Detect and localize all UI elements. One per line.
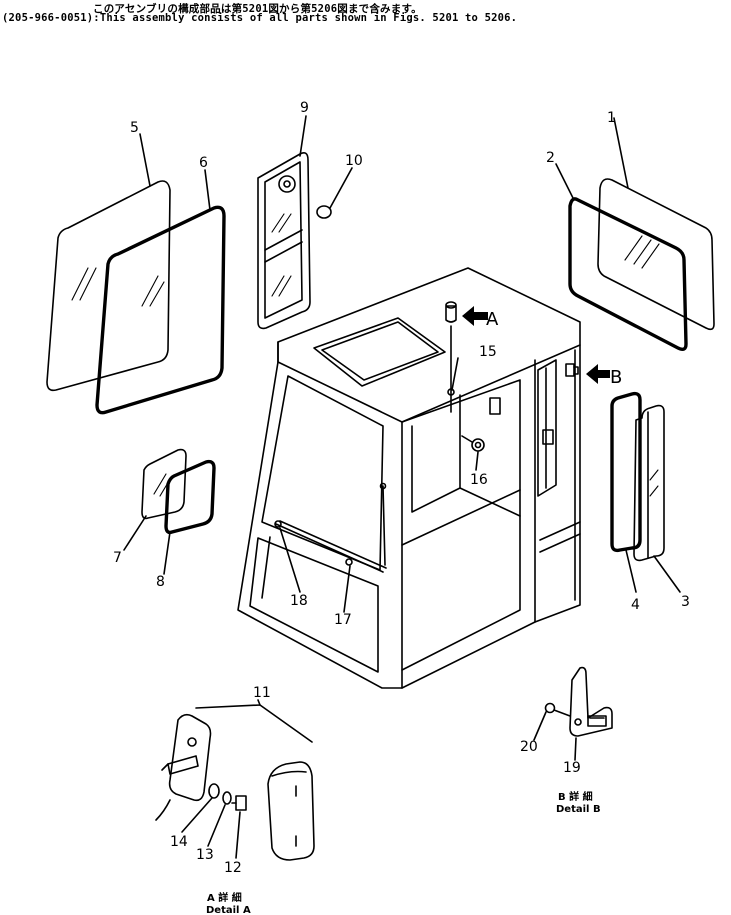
cab-body	[237, 267, 581, 689]
header-japanese-note: このアセンブリの構成部品は第5201図から第5206図まで含みます。	[93, 3, 422, 15]
part-6-seal	[95, 205, 226, 415]
part-10-grommet	[316, 167, 353, 219]
callout-14: 14	[170, 834, 188, 850]
view-arrow-a	[462, 306, 488, 326]
part-16-knob	[461, 435, 485, 452]
view-arrow-b	[586, 364, 610, 384]
view-marker-b: B	[610, 367, 622, 388]
detail-b-caption-jp: B 詳 細	[558, 790, 593, 803]
part-4-seal	[610, 391, 642, 553]
callout-20: 20	[520, 739, 538, 755]
callout-19: 19	[563, 760, 581, 776]
part-5-glass	[46, 180, 171, 392]
callout-4: 4	[631, 597, 640, 613]
part-8-seal	[164, 459, 216, 535]
part-17-stay-bar	[274, 482, 387, 573]
part-b-bracket	[565, 363, 579, 377]
detail-a-caption-jp: A 詳 細	[207, 891, 242, 904]
view-marker-a: A	[486, 309, 499, 330]
callout-10: 10	[345, 153, 363, 169]
part-9-sliding-window	[257, 152, 311, 330]
callout-11: 11	[253, 685, 271, 701]
callout-2: 2	[546, 150, 555, 166]
callout-8: 8	[156, 574, 165, 590]
callout-18: 18	[290, 593, 308, 609]
callout-7: 7	[113, 550, 122, 566]
detail-b-caption-en: Detail B	[556, 804, 601, 815]
callout-17: 17	[334, 612, 352, 628]
detail-b-assembly	[544, 666, 613, 737]
part-1-glass	[597, 178, 715, 331]
callout-16: 16	[470, 472, 488, 488]
callout-12: 12	[224, 860, 242, 876]
part-3-glass	[633, 404, 665, 562]
callout-6: 6	[199, 155, 208, 171]
callout-3: 3	[681, 594, 690, 610]
callout-5: 5	[130, 120, 139, 136]
part-15-rod	[445, 301, 457, 413]
header-english-note: (205-966-0051):This assembly consists of…	[2, 12, 518, 24]
part-7-glass	[141, 448, 187, 520]
callout-9: 9	[300, 100, 309, 116]
part-2-seal	[568, 197, 688, 352]
detail-a-caption-en: Detail A	[206, 905, 251, 915]
callout-1: 1	[607, 110, 616, 126]
leader-lines	[123, 115, 681, 859]
callout-13: 13	[196, 847, 214, 863]
detail-a-assembly	[155, 699, 315, 861]
callout-15: 15	[479, 344, 497, 360]
